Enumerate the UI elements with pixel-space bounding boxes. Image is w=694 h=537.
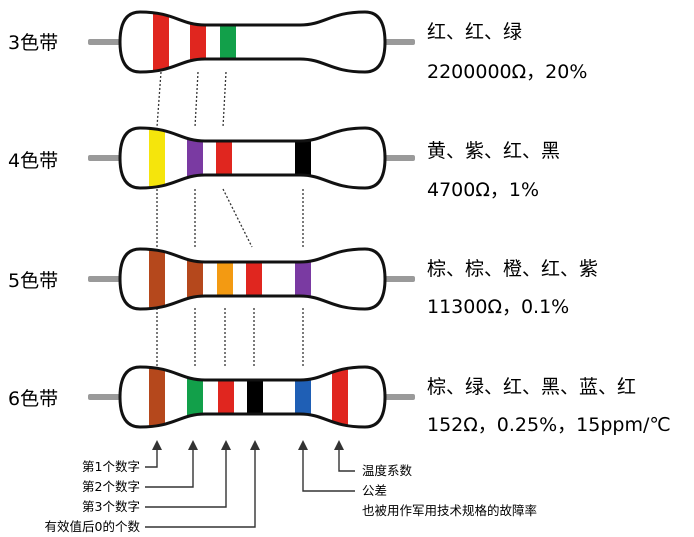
color-band-2 [190, 12, 206, 72]
legend-digit-2: 第2个数字 [82, 479, 140, 494]
lead-left [88, 276, 122, 282]
colors-text-3: 红、红、绿 [427, 21, 522, 43]
color-band-5 [295, 367, 311, 427]
legend-failure-rate: 也被用作军用技术规格的故障率 [362, 503, 537, 518]
colors-text-4: 黄、紫、红、黑 [427, 140, 560, 162]
resistor-1 [88, 10, 415, 74]
lead-right [383, 39, 415, 45]
color-band-4 [295, 128, 311, 188]
lead-left [88, 155, 122, 161]
row-label-4: 4色带 [8, 150, 58, 172]
color-band-1 [149, 249, 165, 309]
color-band-4 [246, 249, 262, 309]
color-band-1 [149, 128, 165, 188]
resistor-4 [88, 365, 415, 429]
resistor-body [120, 12, 385, 72]
color-band-2 [187, 128, 203, 188]
value-text-3: 2200000Ω，20% [427, 61, 587, 83]
arrow-heads [152, 440, 344, 450]
legend-digit-3: 第3个数字 [82, 499, 140, 514]
row-label-5: 5色带 [8, 270, 58, 292]
color-band-3 [216, 128, 232, 188]
lead-right [383, 155, 415, 161]
row-label-6: 6色带 [8, 388, 58, 410]
colors-text-5: 棕、棕、橙、红、紫 [427, 258, 598, 280]
value-text-6: 152Ω，0.25%，15ppm/℃ [427, 414, 671, 436]
resistor-outline [118, 247, 387, 311]
lead-right [383, 394, 415, 400]
color-band-5 [295, 249, 311, 309]
legend-tolerance: 公差 [362, 483, 387, 498]
legend-digit-1: 第1个数字 [82, 459, 140, 474]
color-band-2 [187, 367, 203, 427]
colors-text-6: 棕、绿、红、黑、蓝、红 [427, 376, 636, 398]
legend-temp-coefficient: 温度系数 [362, 463, 413, 478]
color-band-3 [218, 367, 234, 427]
lead-right [383, 276, 415, 282]
resistor-3 [88, 247, 415, 311]
legend-multiplier: 有效值后0的个数 [45, 519, 141, 534]
color-band-3 [220, 12, 236, 72]
lead-left [88, 39, 122, 45]
color-band-2 [187, 249, 203, 309]
resistor-outline [118, 126, 387, 190]
resistor-2 [88, 126, 415, 190]
resistor-outline [118, 365, 387, 429]
color-band-1 [153, 12, 169, 72]
value-text-4: 4700Ω，1% [427, 179, 539, 201]
color-band-4 [247, 367, 263, 427]
value-text-5: 11300Ω，0.1% [427, 296, 569, 318]
resistor-body [120, 128, 385, 188]
row-label-3: 3色带 [8, 32, 58, 54]
color-band-3 [217, 249, 233, 309]
lead-left [88, 394, 122, 400]
connector-lines [156, 71, 304, 367]
resistor-outline [118, 10, 387, 74]
color-band-1 [149, 367, 165, 427]
color-band-6 [332, 367, 348, 427]
legend-arrows [145, 448, 355, 528]
